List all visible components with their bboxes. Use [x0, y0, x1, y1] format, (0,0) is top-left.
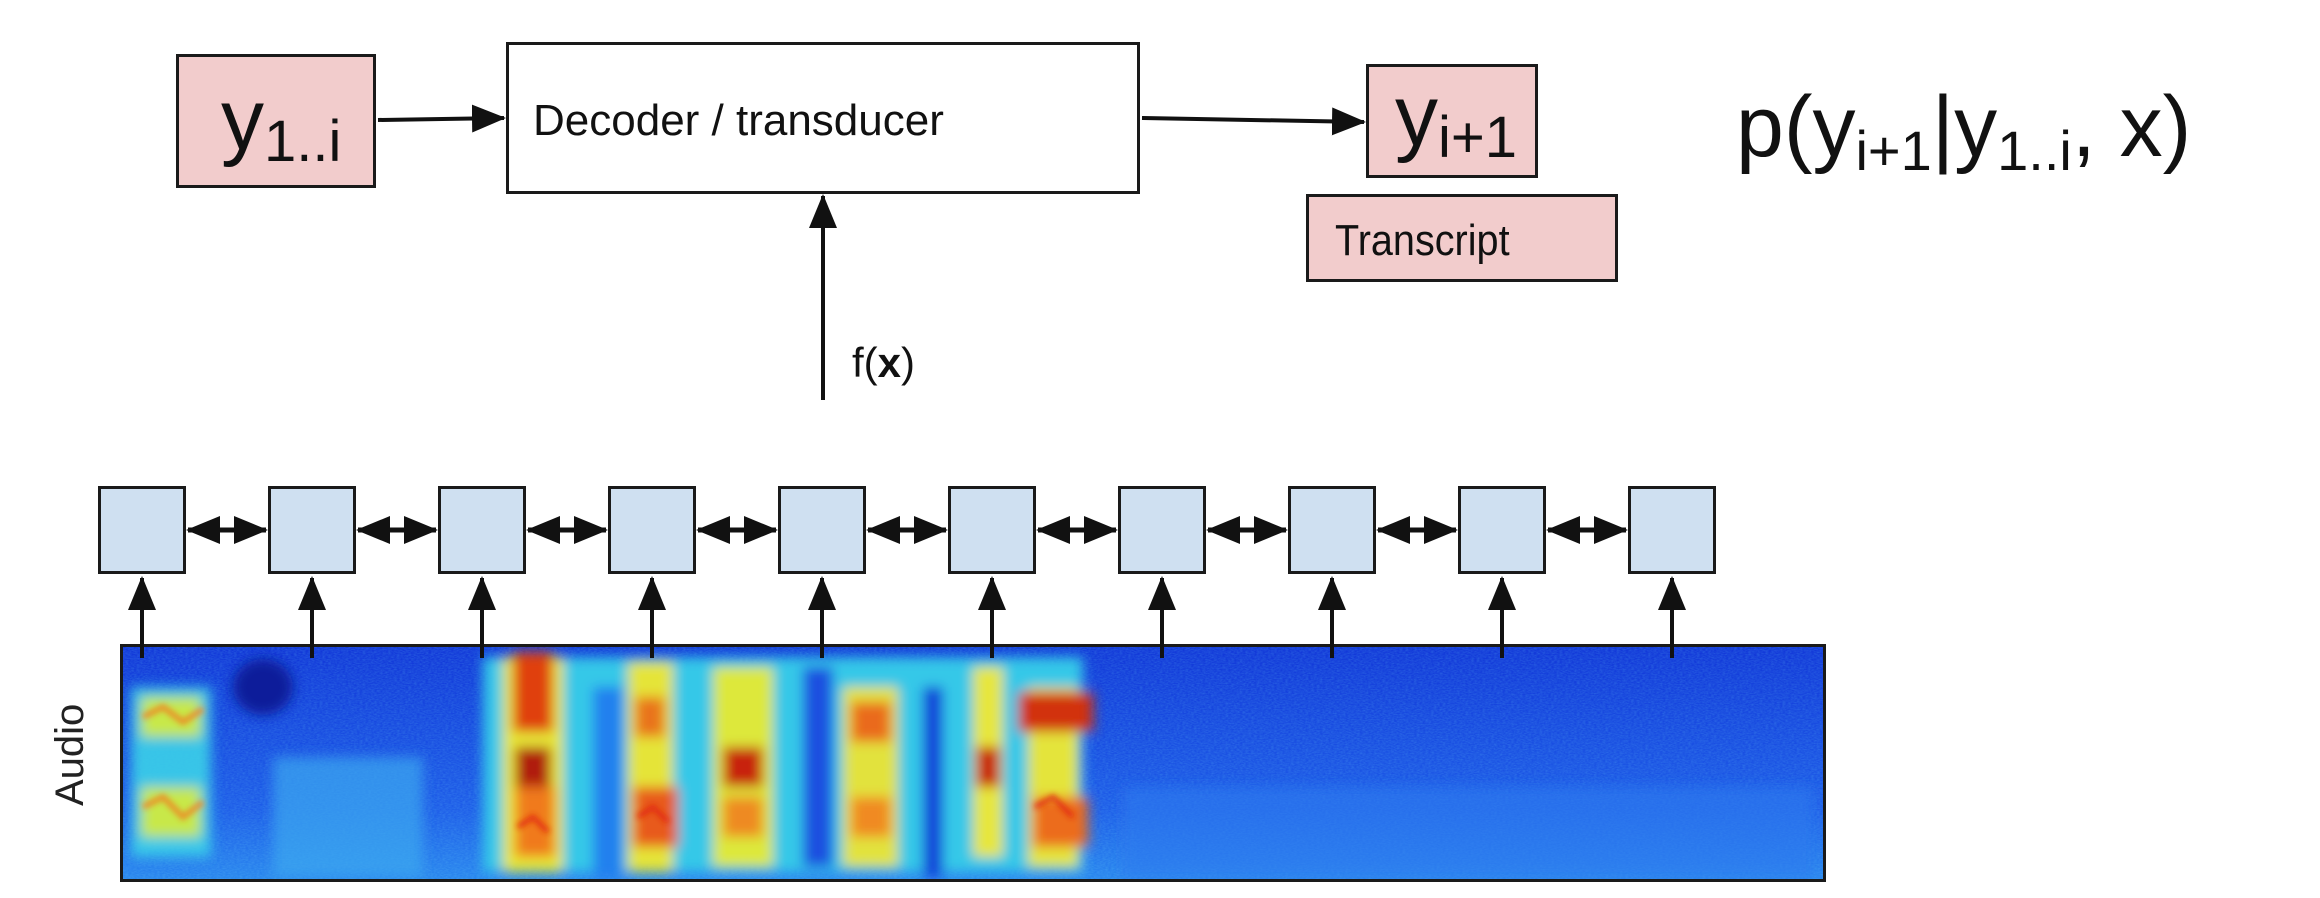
- encoder-cell: [778, 486, 866, 574]
- output-token-subscript: i+1: [1438, 105, 1518, 170]
- encoder-cell: [98, 486, 186, 574]
- output-token-label: yi+1: [1395, 73, 1517, 167]
- encoder-cell: [1458, 486, 1546, 574]
- formula-mid: |y: [1931, 79, 1998, 175]
- arrow-decoder-to-output: [1141, 107, 1366, 136]
- encoder-output-prefix: f(: [852, 339, 878, 386]
- input-token-symbol: y: [221, 72, 264, 168]
- output-token-box: yi+1: [1366, 64, 1538, 178]
- audio-to-encoder-arrows: [128, 576, 1686, 658]
- encoder-output-label: f(x): [852, 342, 915, 384]
- spectrogram-image: [123, 647, 1823, 879]
- transcript-box: Transcript: [1306, 194, 1618, 282]
- encoder-output-suffix: ): [901, 339, 916, 386]
- spectrogram: [120, 644, 1826, 882]
- formula-tail: , x): [2071, 79, 2192, 175]
- encoder-cell: [268, 486, 356, 574]
- encoder-output-x: x: [877, 339, 902, 386]
- input-token-label: y1..i: [221, 77, 341, 171]
- output-token-symbol: y: [1395, 68, 1438, 164]
- input-token-subscript: 1..i: [264, 109, 342, 174]
- transcript-label: Transcript: [1335, 216, 1510, 265]
- input-token-box: y1..i: [176, 54, 376, 188]
- formula-p: p(y: [1736, 79, 1856, 175]
- formula-sub-prev: 1..i: [1997, 119, 2072, 182]
- encoder-cell: [1118, 486, 1206, 574]
- encoder-cell: [1628, 486, 1716, 574]
- encoder-cell: [1288, 486, 1376, 574]
- arrow-input-to-decoder: [377, 104, 506, 133]
- probability-formula: p(yi+1|y1..i, x): [1736, 84, 2191, 179]
- decoder-box: Decoder / transducer: [506, 42, 1140, 194]
- encoder-cell: [948, 486, 1036, 574]
- encoder-cell: [438, 486, 526, 574]
- formula-sub-next: i+1: [1855, 119, 1932, 182]
- decoder-label: Decoder / transducer: [533, 96, 944, 145]
- encoder-cell: [608, 486, 696, 574]
